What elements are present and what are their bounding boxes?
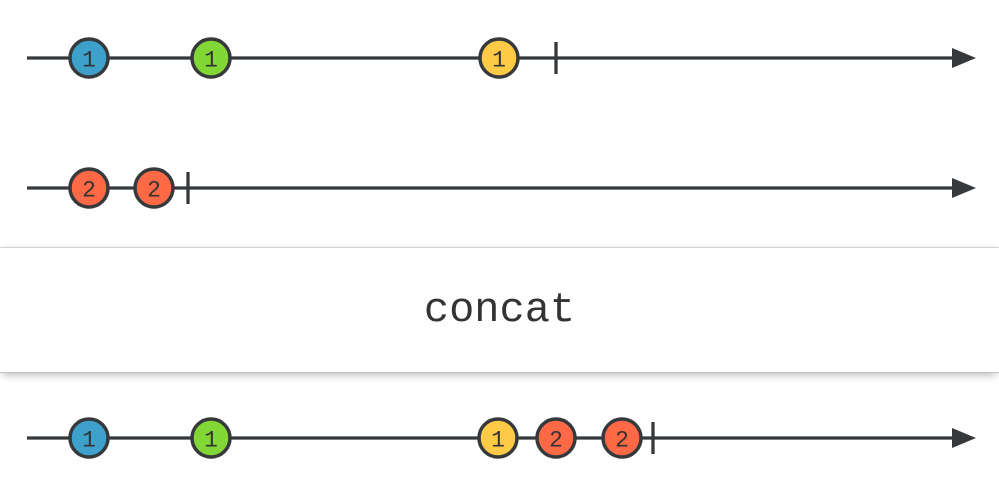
marble-value: 2 xyxy=(615,427,629,453)
marble-value: 1 xyxy=(204,47,218,73)
marble-circle xyxy=(133,167,175,209)
marble-value: 1 xyxy=(492,47,506,73)
marble-value: 2 xyxy=(82,177,96,203)
marble[interactable]: 1 xyxy=(68,37,110,79)
marble[interactable]: 2 xyxy=(133,167,175,209)
marble-circle xyxy=(68,37,110,79)
marble-value: 2 xyxy=(147,177,161,203)
marble-circle xyxy=(535,417,577,459)
marble-circle xyxy=(601,417,643,459)
operator-label: concat xyxy=(423,286,576,334)
marble-circle xyxy=(68,417,110,459)
marble-circle xyxy=(68,167,110,209)
marble[interactable]: 1 xyxy=(190,37,232,79)
stream-source-1: 1 1 1 xyxy=(27,37,976,79)
arrowhead-icon xyxy=(952,178,976,198)
marble-circle xyxy=(477,417,519,459)
marble-circle xyxy=(478,37,520,79)
marble: 2 xyxy=(601,417,643,459)
marble[interactable]: 2 xyxy=(68,167,110,209)
marble: 1 xyxy=(68,417,110,459)
marble: 1 xyxy=(477,417,519,459)
marble: 1 xyxy=(190,417,232,459)
marble: 2 xyxy=(535,417,577,459)
marble-value: 1 xyxy=(82,47,96,73)
arrowhead-icon xyxy=(952,48,976,68)
marble-value: 1 xyxy=(82,427,96,453)
marble[interactable]: 1 xyxy=(478,37,520,79)
stream-output: 1 1 1 2 2 xyxy=(27,417,976,459)
arrowhead-icon xyxy=(952,428,976,448)
marble-value: 1 xyxy=(204,427,218,453)
marble-value: 1 xyxy=(491,427,505,453)
marble-circle xyxy=(190,417,232,459)
marble-value: 2 xyxy=(549,427,563,453)
operator-band: concat xyxy=(0,247,999,373)
marble-circle xyxy=(190,37,232,79)
